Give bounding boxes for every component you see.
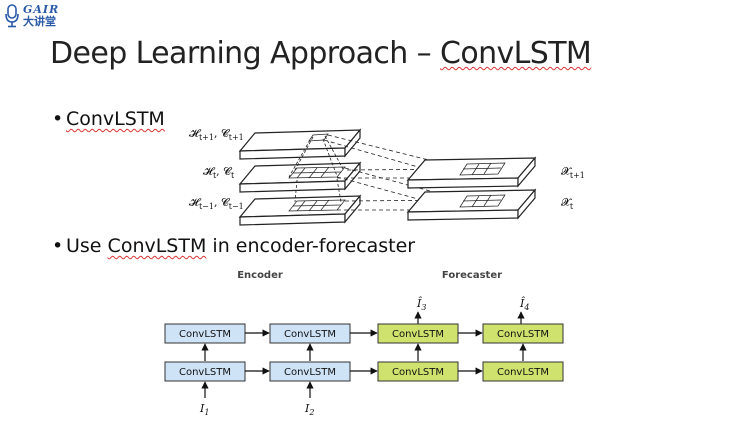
svg-text:ConvLSTM: ConvLSTM: [392, 329, 444, 340]
forecaster-cell-bottom-2: ConvLSTM: [482, 361, 564, 382]
encoder-forecaster-diagram: Encoder Forecaster Î3 Î4 ConvLSTM ConvLS…: [150, 262, 580, 424]
bullet-suffix: in encoder-forecaster: [206, 235, 416, 257]
label-x-t: 𝓧t: [561, 196, 574, 211]
encoder-cell-bottom-1: ConvLSTM: [164, 361, 246, 382]
gair-logo: GAIR 大讲堂: [4, 4, 59, 28]
dashed-connections-vertical: [288, 135, 344, 203]
horizontal-arrows: [245, 329, 483, 375]
forecaster-cell-top-2: ConvLSTM: [482, 323, 564, 344]
microphone-icon: [5, 4, 19, 28]
logo-cn-name: 大讲堂: [23, 15, 56, 28]
vertical-arrows: [201, 343, 527, 398]
bullet-dot: •: [52, 108, 64, 130]
grid-patch-bottom: [288, 199, 346, 212]
output-i4: Î4: [519, 296, 529, 312]
svg-text:ConvLSTM: ConvLSTM: [179, 367, 231, 378]
title-term: ConvLSTM: [439, 36, 592, 71]
bullet-prefix: Use: [66, 235, 108, 257]
logo-brand: GAIR: [23, 3, 60, 16]
input-layer-t1: [406, 156, 537, 189]
svg-text:ConvLSTM: ConvLSTM: [284, 329, 336, 340]
layer-top: [238, 128, 362, 160]
input-layer-t: [406, 188, 537, 221]
svg-text:ConvLSTM: ConvLSTM: [497, 367, 549, 378]
label-h-t-minus-1: 𝓗t−1, 𝓒t−1: [189, 196, 244, 211]
input-i2: I2: [304, 402, 314, 417]
convlstm-stack-diagram: 𝓗t+1, 𝓒t+1 𝓗t, 𝓒t 𝓗t−1, 𝓒t−1 𝓧t+1 𝓧t: [189, 127, 585, 226]
label-x-t1: 𝓧t+1: [561, 165, 585, 180]
bullet-dot: •: [52, 235, 64, 257]
svg-text:ConvLSTM: ConvLSTM: [284, 367, 336, 378]
label-h-t: 𝓗t, 𝓒t: [203, 165, 235, 180]
bullet-term: ConvLSTM: [66, 108, 165, 130]
bullet-term: ConvLSTM: [107, 235, 207, 257]
label-h-t1: 𝓗t+1, 𝓒t+1: [189, 127, 244, 142]
grid-patch-middle: [288, 166, 346, 179]
slide-title: Deep Learning Approach – ConvLSTM: [50, 36, 592, 71]
layer-bottom: [238, 194, 362, 226]
svg-text:ConvLSTM: ConvLSTM: [392, 367, 444, 378]
svg-text:ConvLSTM: ConvLSTM: [497, 329, 549, 340]
encoder-cell-bottom-2: ConvLSTM: [269, 361, 351, 382]
output-i3: Î3: [416, 296, 426, 312]
title-prefix: Deep Learning Approach –: [50, 36, 440, 71]
encoder-title: Encoder: [237, 270, 283, 281]
svg-text:ConvLSTM: ConvLSTM: [179, 329, 231, 340]
encoder-cell-top-2: ConvLSTM: [269, 323, 351, 344]
forecaster-cell-bottom-1: ConvLSTM: [377, 361, 459, 382]
input-i1: I1: [199, 402, 209, 417]
bullet-convlstm: •ConvLSTM: [52, 108, 165, 130]
bullet-encoder-forecaster: •Use ConvLSTM in encoder-forecaster: [52, 235, 415, 257]
forecaster-cell-top-1: ConvLSTM: [377, 323, 459, 344]
forecaster-title: Forecaster: [442, 270, 502, 281]
encoder-cell-top-1: ConvLSTM: [164, 323, 246, 344]
